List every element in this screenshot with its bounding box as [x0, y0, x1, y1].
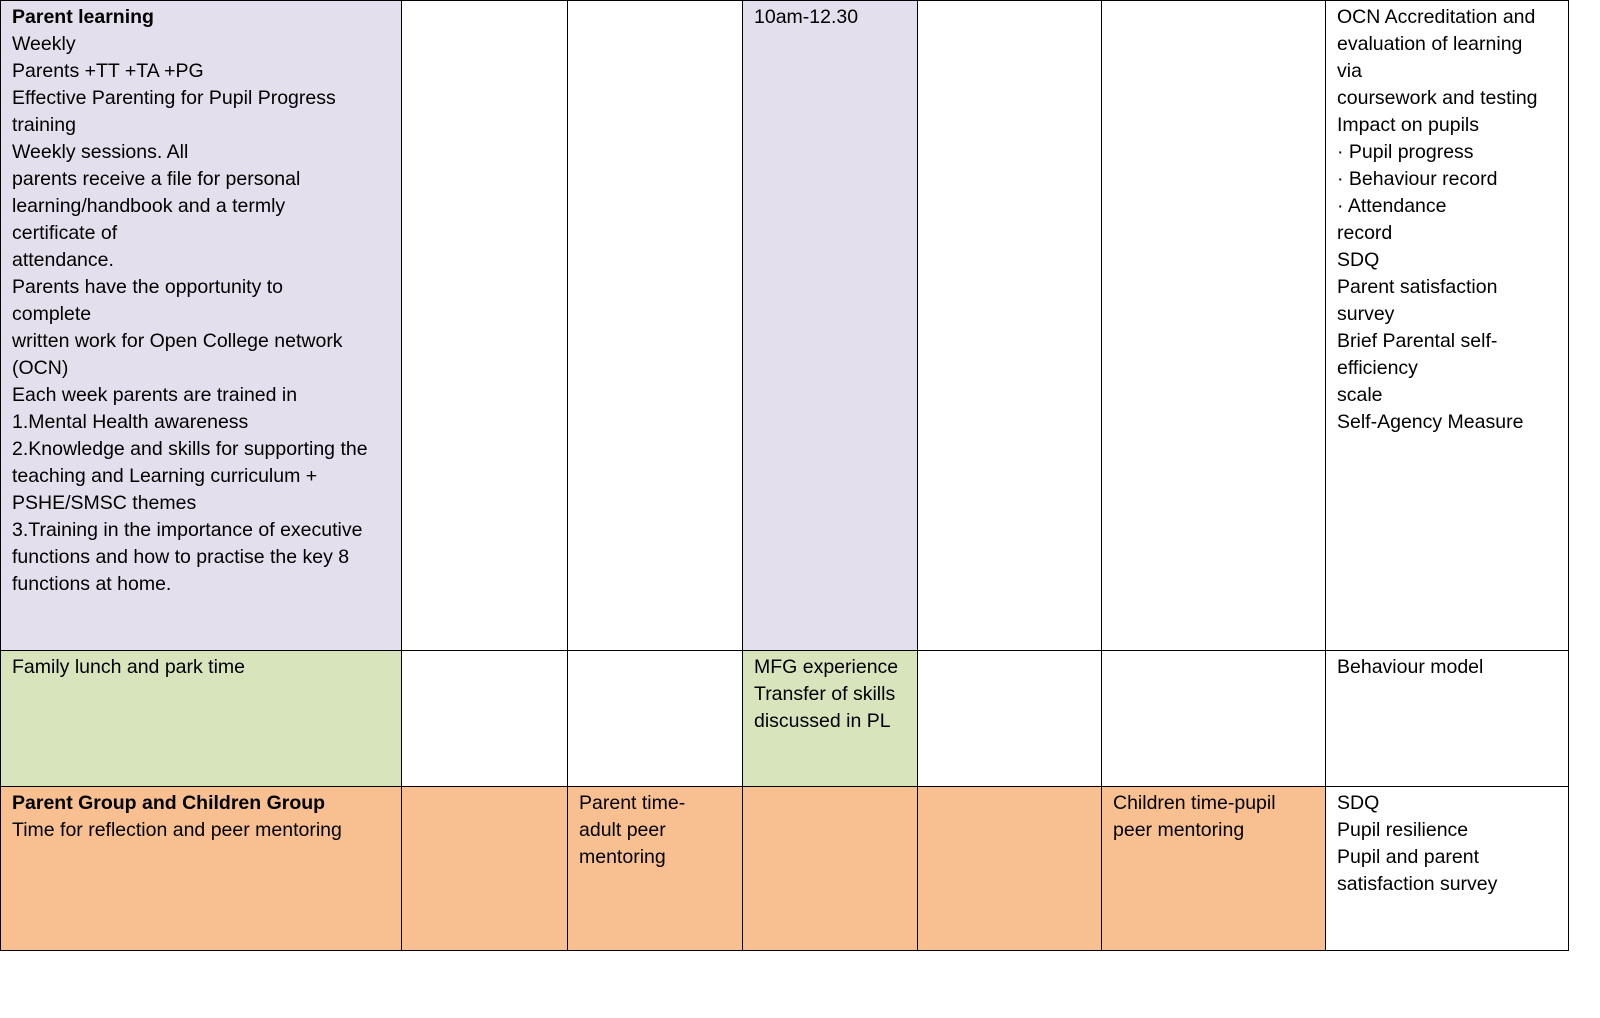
cell-text-line: functions and how to practise the key 8: [12, 546, 350, 568]
cell-text-line: (OCN): [12, 357, 69, 379]
cell-text-line: Parent satisfaction: [1337, 276, 1498, 298]
table-cell: [567, 0, 743, 651]
cell-text-line: · Pupil progress: [1337, 141, 1474, 163]
cell-text-line: efficiency: [1337, 357, 1418, 379]
cell-text-line: coursework and testing: [1337, 87, 1538, 109]
cell-text-line: Brief Parental self-: [1337, 330, 1498, 352]
table-cell: [401, 0, 568, 651]
cell-text-line: · Attendance: [1337, 195, 1447, 217]
cell-text-line: teaching and Learning curriculum +: [12, 465, 318, 487]
cell-text-line: learning/handbook and a termly: [12, 195, 286, 217]
table-cell: Children time-pupil peer mentoring: [1101, 786, 1326, 951]
cell-text-line: Behaviour model: [1337, 656, 1484, 678]
cell-text-line: evaluation of learning: [1337, 33, 1523, 55]
table-row: Family lunch and park time MFG experience…: [0, 650, 1569, 787]
cell-text-line: Parents +TT +TA +PG: [12, 60, 204, 82]
cell-text-line: complete: [12, 303, 92, 325]
cell-text-line: adult peer: [579, 819, 666, 841]
cell-text-line: survey: [1337, 303, 1395, 325]
cell-heading: Parent Group and Children Group: [12, 792, 326, 814]
table-cell: Parent time-adult peer mentoring: [567, 786, 743, 951]
cell-text-line: attendance.: [12, 249, 114, 271]
cell-text-line: Impact on pupils: [1337, 114, 1479, 136]
table-cell: Family lunch and park time: [0, 650, 402, 787]
cell-text-line: Parents have the opportunity to: [12, 276, 284, 298]
cell-text-line: record: [1337, 222, 1393, 244]
cell-text-line: Time for reflection and peer mentoring: [12, 819, 342, 841]
cell-text-line: Pupil resilience: [1337, 819, 1469, 841]
cell-heading: Parent learning: [12, 6, 154, 28]
cell-text-line: satisfaction survey: [1337, 873, 1498, 895]
table-cell: [567, 650, 743, 787]
cell-text-line: 1.Mental Health awareness: [12, 411, 249, 433]
cell-text-line: Self-Agency Measure: [1337, 411, 1524, 433]
table-cell: 10am-12.30: [742, 0, 918, 651]
cell-text-line: functions at home.: [12, 573, 172, 595]
cell-text-line: Each week parents are trained in: [12, 384, 298, 406]
cell-text-line: 3.Training in the importance of executiv…: [12, 519, 363, 541]
cell-text-line: training: [12, 114, 76, 136]
cell-text-line: via: [1337, 60, 1362, 82]
table-cell: OCN Accreditation and evaluation of learn…: [1325, 0, 1569, 651]
cell-text-line: OCN Accreditation and: [1337, 6, 1536, 28]
table-cell: [917, 650, 1102, 787]
table-cell: [401, 786, 568, 951]
cell-text-line: PSHE/SMSC themes: [12, 492, 197, 514]
table-cell: [917, 786, 1102, 951]
cell-text-line: Pupil and parent: [1337, 846, 1480, 868]
cell-text-line: mentoring: [579, 846, 666, 868]
cell-text-line: SDQ: [1337, 249, 1380, 271]
cell-text-line: Parent time-: [579, 792, 686, 814]
cell-text-line: parents receive a file for personal: [12, 168, 301, 190]
cell-text-line: Effective Parenting for Pupil Progress: [12, 87, 336, 109]
table-cell: [401, 650, 568, 787]
cell-text-line: written work for Open College network: [12, 330, 343, 352]
cell-text-line: MFG experience: [754, 656, 899, 678]
cell-text-line: Family lunch and park time: [12, 656, 246, 678]
cell-text-line: SDQ: [1337, 792, 1380, 814]
cell-text-line: peer mentoring: [1113, 819, 1245, 841]
cell-text-line: scale: [1337, 384, 1383, 406]
cell-text-line: 10am-12.30: [754, 6, 859, 28]
table-cell: [742, 786, 918, 951]
table-cell: [917, 0, 1102, 651]
cell-text-line: Weekly: [12, 33, 76, 55]
cell-text-line: Children time-pupil: [1113, 792, 1276, 814]
cell-text-line: 2.Knowledge and skills for supporting th…: [12, 438, 368, 460]
cell-text-line: discussed in PL: [754, 710, 891, 732]
cell-text-line: Transfer of skills: [754, 683, 896, 705]
cell-text-line: · Behaviour record: [1337, 168, 1498, 190]
cell-text-line: certificate of: [12, 222, 118, 244]
cell-text-line: Weekly sessions. All: [12, 141, 189, 163]
table-cell: [1101, 650, 1326, 787]
table-cell: [1101, 0, 1326, 651]
table-cell: Behaviour model: [1325, 650, 1569, 787]
